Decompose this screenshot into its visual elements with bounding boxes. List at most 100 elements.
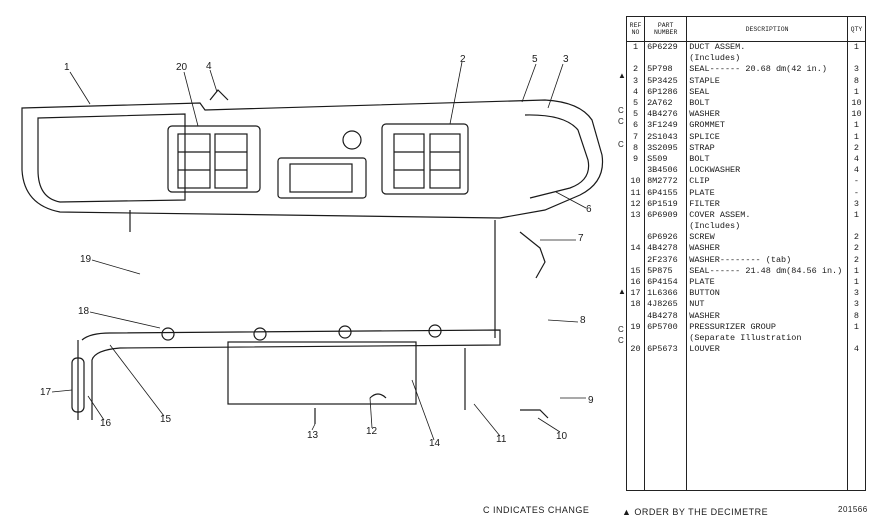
callout-14: 14 [429, 438, 441, 449]
qty-cell: 1 [846, 276, 867, 289]
qty-cell: 3 [846, 198, 867, 210]
part-number-cell: 4J8265 [644, 299, 688, 311]
description-cell: SEAL [686, 86, 848, 98]
ref-cell: 16 [625, 276, 646, 289]
part-number-cell: 6P4155 [644, 187, 688, 199]
ref-cell: 2 [625, 64, 646, 76]
description-cell: SEAL------ 20.68 dm(42 in.) [686, 64, 848, 76]
part-number-cell: 6P1519 [644, 198, 688, 210]
qty-cell: 4 [846, 344, 867, 356]
qty-cell: 1 [846, 86, 867, 98]
part-number-cell [644, 221, 688, 233]
order-by-decimetre-note: ▲ ORDER BY THE DECIMETRE [622, 507, 769, 517]
part-number-header: PART NUMBER [644, 16, 688, 42]
blank-cell [846, 355, 867, 491]
description-cell: DUCT ASSEM. [686, 41, 848, 54]
description-cell: GROMMET [686, 120, 848, 132]
ref-cell [625, 53, 646, 65]
central-vent [277, 157, 367, 199]
description-cell: PLATE [686, 276, 848, 289]
description-cell: PLATE [686, 187, 848, 199]
ref-cell: 18 [625, 299, 646, 311]
part-number-cell: 5P798 [644, 64, 688, 76]
part-number-cell: 6P4154 [644, 276, 688, 289]
callout-8: 8 [580, 315, 586, 326]
part-number-cell: 2A762 [644, 97, 688, 110]
callout-10: 10 [556, 431, 568, 442]
qty-cell: 3 [846, 299, 867, 311]
part-number-cell: 3F1249 [644, 120, 688, 132]
callout-12: 12 [366, 426, 378, 437]
callout-4: 4 [206, 61, 212, 72]
callout-3: 3 [563, 54, 569, 65]
ref-cell: 17 [625, 288, 646, 300]
ref-cell: 20 [625, 344, 646, 356]
ref-cell [625, 310, 646, 322]
ref-cell [625, 165, 646, 177]
cover-assembly [227, 341, 417, 405]
qty-cell: 1 [846, 321, 867, 333]
change-marker: C [618, 117, 624, 126]
qty-cell: 1 [846, 209, 867, 221]
qty-cell: 1 [846, 41, 867, 54]
ref-cell [625, 221, 646, 233]
part-number-cell [644, 53, 688, 65]
description-header: DESCRIPTION [686, 16, 848, 42]
description-cell: NUT [686, 299, 848, 311]
ref-cell: 7 [625, 131, 646, 143]
callout-2: 2 [460, 54, 466, 65]
illustration-code: 201566 [838, 505, 868, 514]
description-cell: WASHER [686, 310, 848, 322]
louver-panel-left [167, 125, 261, 193]
description-cell: COVER ASSEM. [686, 209, 848, 221]
table-row: (Separate Illustration [625, 332, 867, 345]
callout-5: 5 [532, 54, 538, 65]
description-cell: WASHER [686, 109, 848, 121]
callout-15: 15 [160, 414, 172, 425]
part-number-cell: 2F2376 [644, 254, 688, 266]
change-marker: C [618, 336, 624, 345]
ref-cell: 6 [625, 120, 646, 132]
part-number-cell: 4B4276 [644, 109, 688, 121]
table-row: (Includes) [625, 221, 867, 233]
ref-cell: 13 [625, 209, 646, 221]
qty-cell: 4 [846, 153, 867, 166]
duct-outline [21, 99, 604, 219]
part-number-cell: 6P5673 [644, 344, 688, 356]
description-cell: SPLICE [686, 131, 848, 143]
qty-cell: 3 [846, 288, 867, 300]
blank-cell [625, 355, 646, 491]
description-cell: FILTER [686, 198, 848, 210]
part-number-cell: 3B4506 [644, 165, 688, 177]
ref-cell: 11 [625, 187, 646, 199]
qty-cell [846, 221, 867, 233]
change-indicator-note: C INDICATES CHANGE [483, 505, 590, 515]
callout-16: 16 [100, 418, 112, 429]
description-cell: (Includes) [686, 221, 848, 233]
table-blank-space [625, 355, 867, 491]
description-cell: WASHER [686, 243, 848, 255]
part-number-cell: 5P3425 [644, 75, 688, 87]
callout-11: 11 [496, 434, 507, 445]
description-cell: LOUVER [686, 344, 848, 356]
order-marker: ▲ [618, 71, 626, 80]
description-cell: SCREW [686, 232, 848, 244]
description-cell: CLIP [686, 176, 848, 188]
part-number-cell: 8M2772 [644, 176, 688, 188]
qty-cell: 2 [846, 232, 867, 244]
part-number-cell: S509 [644, 153, 688, 166]
ref-cell: 12 [625, 198, 646, 210]
part-number-cell: 4B4278 [644, 310, 688, 322]
